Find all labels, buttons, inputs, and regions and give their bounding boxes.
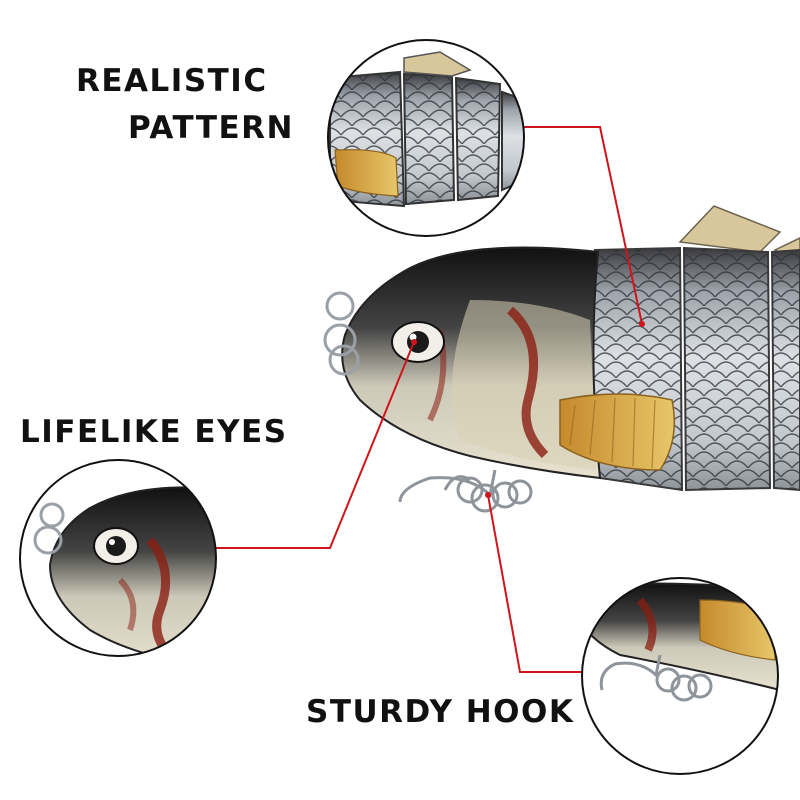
main-lure [323,205,800,513]
realistic-pattern-label-line2: PATTERN [128,110,294,146]
split-ring-icon [323,291,360,376]
zoom-circle-hook [581,577,779,775]
zoom-circle-eyes [19,459,217,657]
dorsal-fin [678,205,782,253]
treble-hook-icon [398,469,533,513]
zoom-circle-pattern [327,39,525,237]
eyes-callout-line [214,341,415,549]
pattern-callout-line [522,126,643,325]
lifelike-eyes-label: LIFELIKE EYES [20,414,288,450]
sturdy-hook-label: STURDY HOOK [306,694,575,730]
hook-callout-line [487,494,585,673]
realistic-pattern-label-line1: REALISTIC [76,63,268,99]
callout-lines [214,126,643,673]
red-streak [506,306,549,459]
eye-icon [391,321,445,363]
pectoral-fin [559,393,675,471]
